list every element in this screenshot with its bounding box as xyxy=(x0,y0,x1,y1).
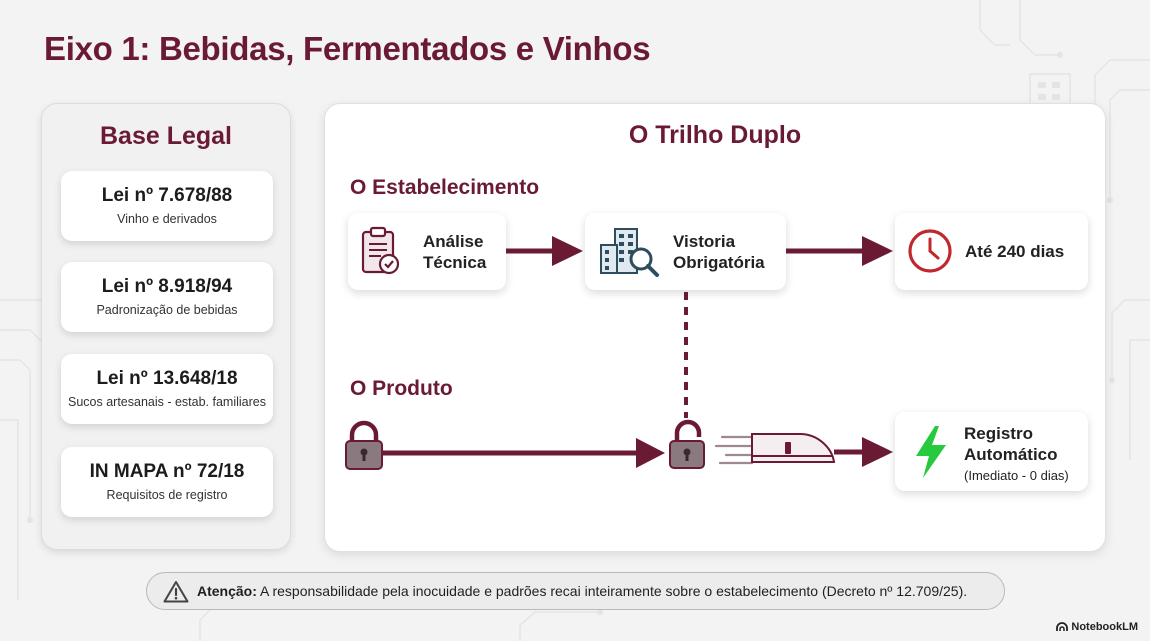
analise-line1: Análise xyxy=(423,232,484,251)
page-title: Eixo 1: Bebidas, Fermentados e Vinhos xyxy=(44,30,651,67)
warning-text: Atenção: A responsabilidade pela inocuid… xyxy=(197,583,967,599)
analise-tecnica-node: Análise Técnica xyxy=(348,213,506,290)
analise-tecnica-text: Análise Técnica xyxy=(423,231,486,273)
law-description: Vinho e derivados xyxy=(117,212,217,226)
clock-icon xyxy=(908,229,952,273)
law-card: IN MAPA nº 72/18 Requisitos de registro xyxy=(61,447,273,517)
warning-banner: Atenção: A responsabilidade pela inocuid… xyxy=(146,572,1005,610)
vistoria-line1: Vistoria xyxy=(673,232,736,251)
lightning-icon xyxy=(916,426,946,478)
estabelecimento-label: O Estabelecimento xyxy=(350,176,540,199)
prazo-240-node: Até 240 dias xyxy=(895,213,1088,290)
law-name: Lei nº 8.918/94 xyxy=(101,276,233,297)
registro-line1: Registro xyxy=(964,424,1033,443)
law-card: Lei nº 13.648/18 Sucos artesanais - esta… xyxy=(61,354,273,424)
building-search-icon xyxy=(600,228,659,277)
prazo-240-text: Até 240 dias xyxy=(965,242,1065,261)
warning-body: A responsabilidade pela inocuidade e pad… xyxy=(256,583,968,599)
registro-line2: Automático xyxy=(964,445,1058,464)
law-description: Padronização de bebidas xyxy=(96,303,238,317)
registro-subtext: (Imediato - 0 dias) xyxy=(964,468,1069,483)
analise-line2: Técnica xyxy=(423,253,487,272)
law-name: Lei nº 13.648/18 xyxy=(96,368,238,389)
law-description: Sucos artesanais - estab. familiares xyxy=(67,395,266,409)
trilho-duplo-title: O Trilho Duplo xyxy=(628,121,802,149)
clipboard-check-icon xyxy=(361,226,399,275)
warning-label: Atenção: xyxy=(197,583,257,599)
registro-automatico-node: Registro Automático (Imediato - 0 dias) xyxy=(895,412,1088,491)
brand-text: NotebookLM xyxy=(1071,621,1138,633)
brand-watermark: NotebookLM xyxy=(1056,621,1138,633)
law-card: Lei nº 8.918/94 Padronização de bebidas xyxy=(61,262,273,332)
base-legal-title: Base Legal xyxy=(99,122,232,150)
law-name: Lei nº 7.678/88 xyxy=(101,185,233,206)
produto-label: O Produto xyxy=(350,377,453,400)
vistoria-text: Vistoria Obrigatória xyxy=(673,231,765,273)
law-name: IN MAPA nº 72/18 xyxy=(89,461,245,482)
law-description: Requisitos de registro xyxy=(106,488,228,502)
law-card: Lei nº 7.678/88 Vinho e derivados xyxy=(61,171,273,241)
vistoria-obrigatoria-node: Vistoria Obrigatória xyxy=(585,213,786,290)
base-legal-panel: Base Legal Lei nº 7.678/88 Vinho e deriv… xyxy=(41,103,291,550)
registro-text: Registro Automático (Imediato - 0 dias) xyxy=(964,423,1069,484)
warning-icon xyxy=(163,581,189,603)
notebooklm-logo-icon xyxy=(1056,622,1069,631)
vistoria-line2: Obrigatória xyxy=(673,253,765,272)
